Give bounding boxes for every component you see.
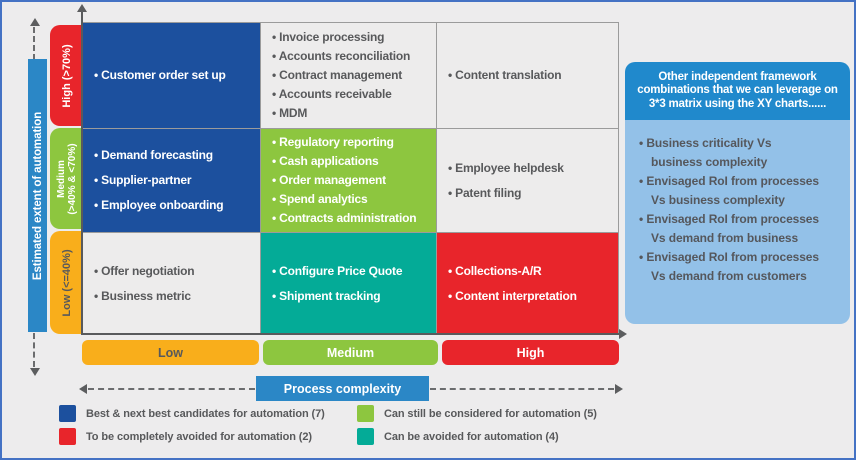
cell-item: Contracts administration [272, 209, 432, 228]
legend-swatch-green [357, 405, 374, 422]
cell-item: Contract management [272, 66, 432, 85]
cell-item-list: Collections-A/R Content interpretation [448, 262, 614, 306]
side-panel-item: Business criticality Vs business complex… [639, 134, 844, 172]
cell-item: Content interpretation [448, 287, 614, 306]
matrix-vertical-axis-arrow-icon [77, 4, 87, 12]
cell-item: Employee onboarding [94, 196, 256, 215]
x-axis-dashed-line-right [430, 388, 614, 390]
side-panel-item: Envisaged RoI from processes Vs demand f… [639, 248, 844, 286]
column-footer-high: High [442, 340, 619, 365]
cell-item-list: Content translation [448, 66, 614, 85]
cell-item: Accounts reconciliation [272, 47, 432, 66]
legend-item-can-be-avoided: Can be avoided for automation (4) [357, 428, 559, 445]
y-axis-dashed-down-arrow-icon [30, 368, 40, 376]
cell-item: Content translation [448, 66, 614, 85]
y-axis-dashed-line-top [33, 27, 35, 60]
y-axis-dashed-up-arrow-icon [30, 18, 40, 26]
x-axis-dashed-left-arrow-icon [79, 384, 87, 394]
cell-item: Cash applications [272, 152, 432, 171]
cell-medium-extent-medium-complexity: Regulatory reporting Cash applications O… [261, 129, 436, 232]
cell-item: Accounts receivable [272, 85, 432, 104]
y-axis-label: Estimated extent of automation [31, 111, 44, 280]
cell-item-list: Customer order set up [94, 66, 256, 85]
cell-item: Order management [272, 171, 432, 190]
matrix-horizontal-axis-line [81, 333, 621, 335]
cell-item-list: Regulatory reporting Cash applications O… [272, 133, 432, 228]
column-footer-medium: Medium [263, 340, 438, 365]
legend-item-best-candidates: Best & next best candidates for automati… [59, 405, 325, 422]
cell-item-list: Demand forecasting Supplier-partner Empl… [94, 146, 256, 215]
cell-item: Customer order set up [94, 66, 256, 85]
cell-item: Offer negotiation [94, 262, 256, 281]
x-axis-label: Process complexity [283, 381, 402, 396]
x-axis-label-box: Process complexity [256, 376, 429, 401]
legend-item-completely-avoided: To be completely avoided for automation … [59, 428, 312, 445]
cell-item-list: Employee helpdesk Patent filing [448, 159, 614, 203]
cell-item: Regulatory reporting [272, 133, 432, 152]
row-header-medium: Medium (>40% & <70%) [50, 128, 83, 229]
cell-medium-extent-low-complexity: Demand forecasting Supplier-partner Empl… [83, 129, 260, 232]
row-header-high-label: High (>70%) [60, 43, 73, 108]
legend-label: To be completely avoided for automation … [86, 430, 312, 443]
cell-item: MDM [272, 104, 432, 123]
cell-item: Demand forecasting [94, 146, 256, 165]
cell-low-extent-low-complexity: Offer negotiation Business metric [83, 233, 260, 334]
cell-item-list: Invoice processing Accounts reconciliati… [272, 28, 432, 123]
cell-item: Employee helpdesk [448, 159, 614, 178]
side-panel-item: Envisaged RoI from processes Vs demand f… [639, 210, 844, 248]
cell-item: Patent filing [448, 184, 614, 203]
column-footer-medium-label: Medium [326, 345, 375, 360]
side-panel-item-list: Business criticality Vs business complex… [639, 134, 844, 286]
legend-swatch-blue [59, 405, 76, 422]
legend-label: Best & next best candidates for automati… [86, 407, 325, 420]
column-footer-low-label: Low [158, 345, 183, 360]
cell-high-extent-high-complexity: Content translation [437, 23, 618, 128]
side-panel-body: Business criticality Vs business complex… [625, 120, 850, 324]
row-header-medium-label: Medium (>40% & <70%) [55, 142, 78, 215]
legend-swatch-teal [357, 428, 374, 445]
legend-label: Can still be considered for automation (… [384, 407, 597, 420]
column-footer-high-label: High [516, 345, 545, 360]
cell-item: Spend analytics [272, 190, 432, 209]
cell-item-list: Configure Price Quote Shipment tracking [272, 262, 432, 306]
row-header-high: High (>70%) [50, 25, 83, 126]
cell-item: Shipment tracking [272, 287, 432, 306]
x-axis-dashed-right-arrow-icon [615, 384, 623, 394]
cell-medium-extent-high-complexity: Employee helpdesk Patent filing [437, 129, 618, 232]
column-footer-low: Low [82, 340, 259, 365]
y-axis-dashed-line-bottom [33, 333, 35, 367]
matrix-grid: Customer order set up Invoice processing… [82, 22, 619, 335]
cell-high-extent-medium-complexity: Invoice processing Accounts reconciliati… [261, 23, 436, 128]
matrix-horizontal-axis-arrow-icon [619, 329, 627, 339]
cell-low-extent-medium-complexity: Configure Price Quote Shipment tracking [261, 233, 436, 334]
side-panel-item: Envisaged RoI from processes Vs business… [639, 172, 844, 210]
cell-item: Configure Price Quote [272, 262, 432, 281]
cell-item: Supplier-partner [94, 171, 256, 190]
cell-high-extent-low-complexity: Customer order set up [83, 23, 260, 128]
row-header-low-label: Low (<=40%) [60, 248, 73, 317]
cell-item: Collections-A/R [448, 262, 614, 281]
legend-item-can-be-considered: Can still be considered for automation (… [357, 405, 597, 422]
cell-item: Invoice processing [272, 28, 432, 47]
matrix-vertical-axis-line [81, 10, 83, 334]
y-axis-label-bar: Estimated extent of automation [28, 59, 47, 332]
cell-low-extent-high-complexity: Collections-A/R Content interpretation [437, 233, 618, 334]
row-header-low: Low (<=40%) [50, 231, 83, 334]
legend-swatch-red [59, 428, 76, 445]
cell-item-list: Offer negotiation Business metric [94, 262, 256, 306]
legend-label: Can be avoided for automation (4) [384, 430, 559, 443]
side-panel-header: Other independent framework combinations… [625, 62, 850, 120]
cell-item: Business metric [94, 287, 256, 306]
side-panel: Other independent framework combinations… [625, 62, 850, 324]
x-axis-dashed-line-left [88, 388, 255, 390]
